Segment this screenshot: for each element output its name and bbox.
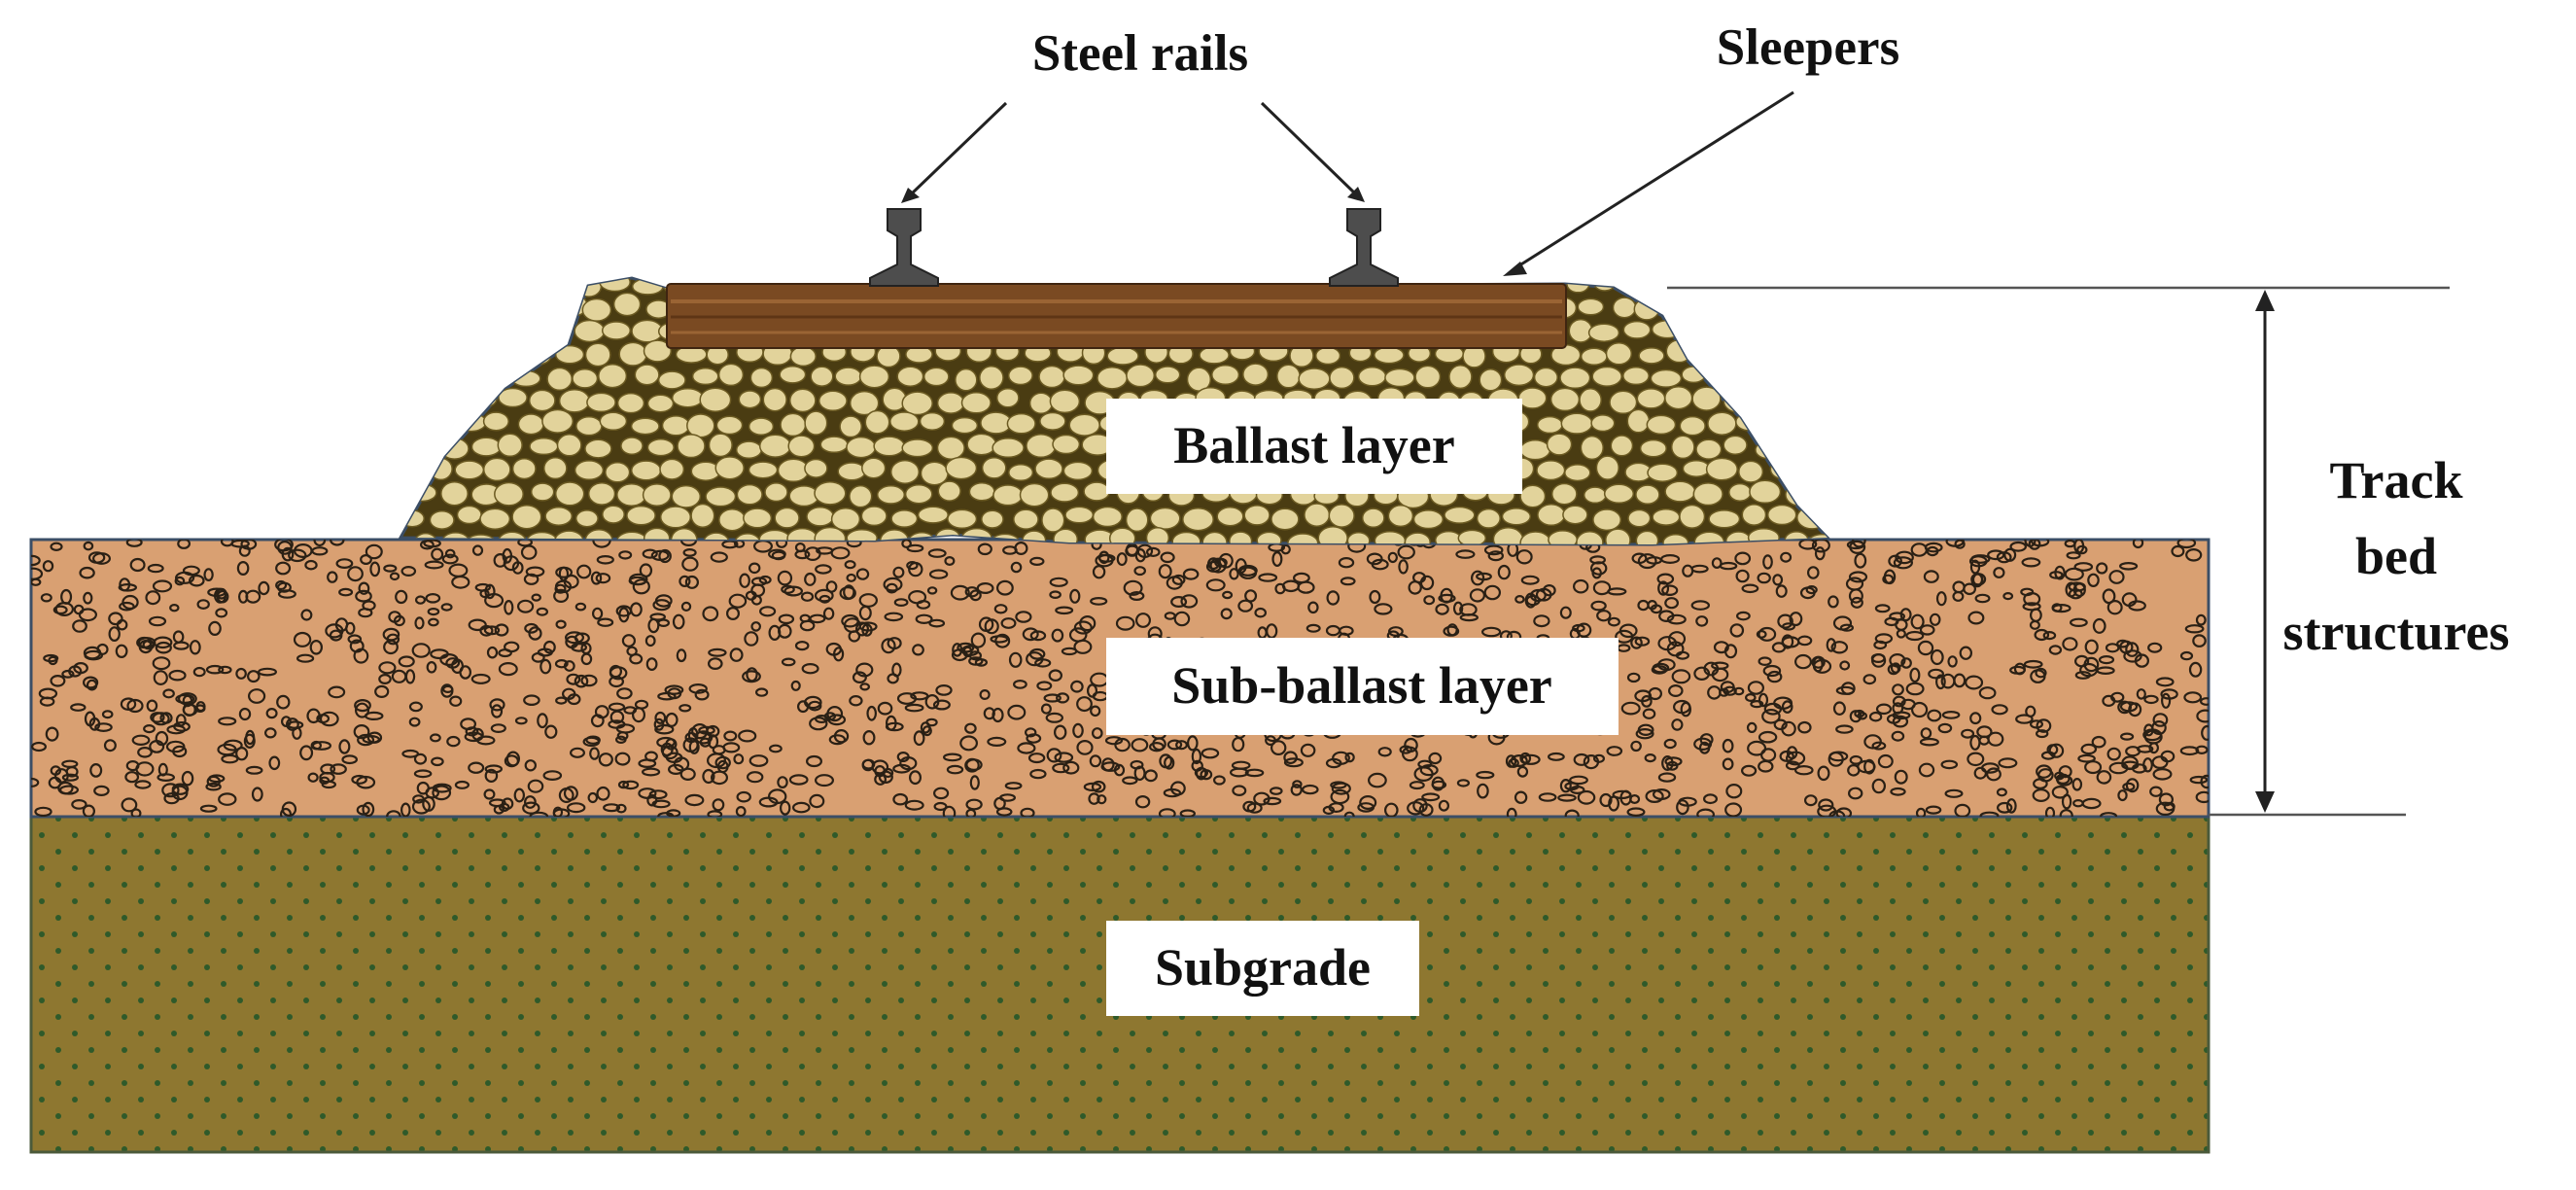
sub-ballast-layer-label: Sub-ballast layer <box>1171 656 1552 715</box>
steel-rails-label: Steel rails <box>1032 25 1248 82</box>
rail-left <box>869 208 939 287</box>
subgrade-label-box: Subgrade <box>1106 921 1419 1016</box>
track-bed-structures-label: Track bed structures <box>2283 451 2510 661</box>
rail-right <box>1329 208 1399 287</box>
steel-rails-arrow-right <box>1260 101 1365 202</box>
track-bed-label-line-3: structures <box>2283 603 2510 661</box>
ballast-layer-label: Ballast layer <box>1173 416 1454 474</box>
subgrade-label: Subgrade <box>1155 938 1371 997</box>
track-bed-label-line-2: bed <box>2355 527 2437 585</box>
sub-ballast-label-box: Sub-ballast layer <box>1106 638 1619 735</box>
sleepers-label: Sleepers <box>1717 19 1899 76</box>
steel-rails-arrow-left <box>901 101 1008 203</box>
sleeper <box>666 283 1567 349</box>
sleepers-arrow <box>1503 90 1794 276</box>
track-bed-label-line-1: Track <box>2330 451 2463 509</box>
ballast-label-box: Ballast layer <box>1106 399 1522 494</box>
track-bed-dimension <box>1667 286 2450 817</box>
